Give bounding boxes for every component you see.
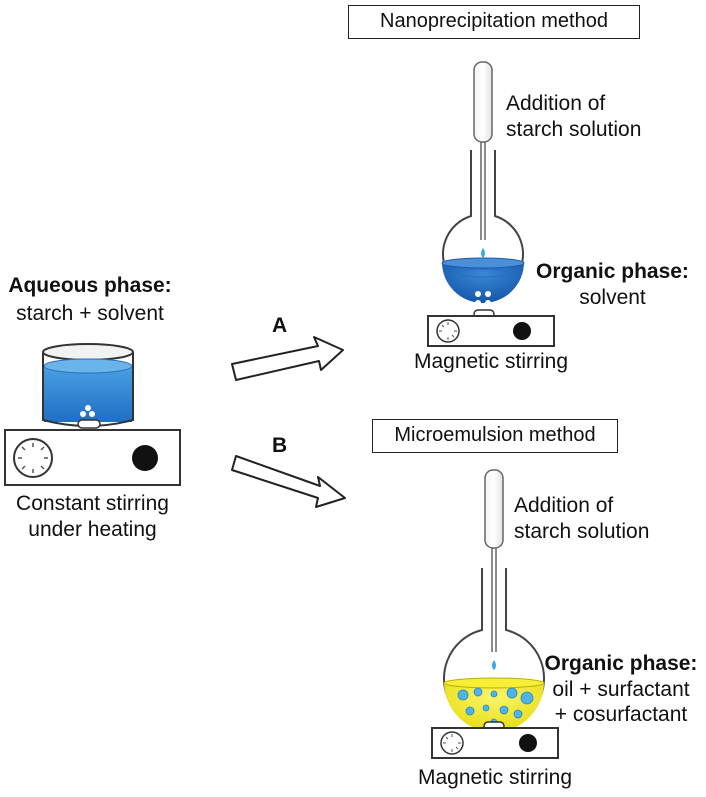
micro-addition-line1: Addition of bbox=[514, 494, 614, 517]
micro-addition-line2: starch solution bbox=[514, 520, 650, 543]
power-knob-icon bbox=[513, 322, 531, 340]
micro-organic-phase-line3: + cosurfactant bbox=[554, 703, 688, 726]
arrow-a-label: A bbox=[272, 314, 288, 337]
arrow-a-icon bbox=[231, 336, 344, 381]
microemulsion-title-box: Microemulsion method bbox=[372, 419, 618, 453]
flask-top bbox=[441, 150, 525, 319]
left-caption-line1: Constant stirring bbox=[16, 492, 169, 515]
micro-organic-phase-title: Organic phase: bbox=[544, 652, 698, 675]
power-knob-icon bbox=[519, 734, 537, 752]
micro-organic-phase-line2: oil + surfactant bbox=[552, 678, 690, 701]
pipette-bottom bbox=[484, 469, 504, 670]
oil-phase bbox=[444, 682, 544, 732]
stirrer-plate-top bbox=[427, 315, 555, 347]
stirrer-plate-bottom bbox=[431, 727, 559, 759]
nano-addition-line2: starch solution bbox=[506, 118, 642, 141]
heating-stirrer-plate bbox=[4, 429, 181, 486]
micro-caption: Magnetic stirring bbox=[417, 766, 573, 789]
arrow-b-label: B bbox=[272, 434, 288, 457]
drop-icon bbox=[492, 660, 496, 670]
arrow-b-icon bbox=[231, 455, 346, 508]
nano-addition-line1: Addition of bbox=[506, 92, 606, 115]
aqueous-liquid bbox=[44, 366, 132, 422]
flask-bottom bbox=[443, 568, 545, 732]
stir-bar bbox=[77, 419, 101, 429]
power-knob-icon bbox=[132, 445, 158, 471]
nanoprecipitation-title-box: Nanoprecipitation method bbox=[348, 5, 640, 39]
pipette-top bbox=[473, 61, 493, 258]
left-caption-line2: under heating bbox=[28, 518, 157, 541]
aqueous-phase-title: Aqueous phase: bbox=[8, 274, 172, 297]
aqueous-phase-detail: starch + solvent bbox=[16, 302, 164, 325]
nano-caption: Magnetic stirring bbox=[413, 350, 569, 373]
nano-organic-phase-detail: solvent bbox=[579, 286, 646, 309]
nano-organic-phase-title: Organic phase: bbox=[536, 260, 689, 283]
beaker bbox=[42, 343, 134, 429]
organic-solvent bbox=[442, 262, 524, 303]
drop-icon bbox=[481, 248, 485, 258]
